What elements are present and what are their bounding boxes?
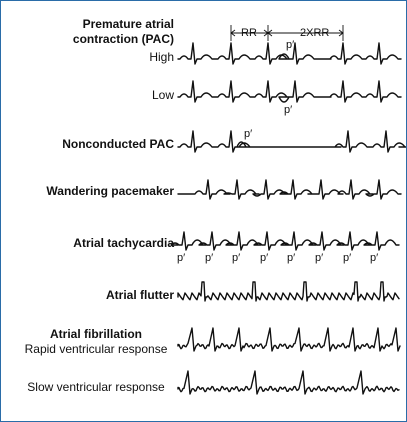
p-prime-label-tachy-4: p′ <box>260 252 268 264</box>
label-pac-low: Low <box>151 88 174 102</box>
p-prime-label-pac-high: p′ <box>286 39 294 51</box>
label-atrial-flutter: Atrial flutter <box>105 288 174 302</box>
label-wandering-pacemaker: Wandering pacemaker <box>46 184 174 198</box>
p-prime-label-tachy-8: p′ <box>370 252 378 264</box>
trace-atrial-flutter <box>177 281 400 302</box>
trace-pac-high <box>177 42 402 65</box>
label-pac-title: Premature atrial contraction (PAC) <box>72 17 174 46</box>
p-prime-label-tachy-2: p′ <box>205 252 213 264</box>
p-prime-label-tachy-7: p′ <box>343 252 351 264</box>
label-af-rapid: Rapid ventricular response <box>24 342 168 356</box>
label-nonconducted-pac: Nonconducted PAC <box>62 137 174 151</box>
p-prime-label-nonconducted: p′ <box>244 128 252 140</box>
label-af-slow: Slow ventricular response <box>27 380 165 394</box>
label-atrial-fibrillation: Atrial fibrillation <box>49 327 142 341</box>
p-prime-label-pac-low: p′ <box>284 104 292 116</box>
trace-nonconducted-pac <box>177 130 406 153</box>
trace-atrial-tachycardia <box>170 231 400 251</box>
trace-wandering-pacemaker <box>177 179 402 200</box>
p-prime-label-tachy-5: p′ <box>287 252 295 264</box>
p-prime-label-tachy-6: p′ <box>315 252 323 264</box>
rr-interval-markers <box>230 25 344 41</box>
label-atrial-tachycardia: Atrial tachycardia <box>73 236 174 250</box>
label-pac-high: High <box>149 50 174 64</box>
p-prime-label-tachy-1: p′ <box>177 252 185 264</box>
trace-af-slow <box>177 370 400 395</box>
trace-af-rapid <box>177 327 401 352</box>
trace-pac-low <box>177 80 402 103</box>
p-prime-label-tachy-3: p′ <box>232 252 240 264</box>
